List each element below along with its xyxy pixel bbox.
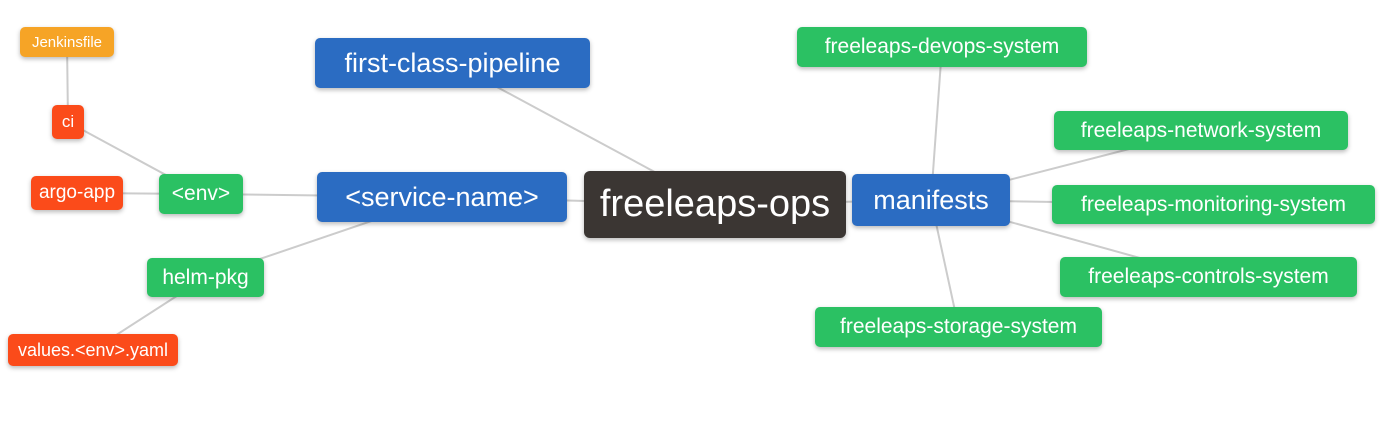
node-freeleaps-controls-system[interactable]: freeleaps-controls-system	[1060, 257, 1357, 297]
node-service-name[interactable]: <service-name>	[317, 172, 567, 222]
node-jenkinsfile[interactable]: Jenkinsfile	[20, 27, 114, 57]
node-freeleaps-network-system[interactable]: freeleaps-network-system	[1054, 111, 1348, 150]
node-env[interactable]: <env>	[159, 174, 243, 214]
node-values-env-yaml[interactable]: values.<env>.yaml	[8, 334, 178, 366]
node-freeleaps-monitoring-system[interactable]: freeleaps-monitoring-system	[1052, 185, 1375, 224]
node-freeleaps-ops[interactable]: freeleaps-ops	[584, 171, 846, 238]
node-first-class-pipeline[interactable]: first-class-pipeline	[315, 38, 590, 88]
node-ci[interactable]: ci	[52, 105, 84, 139]
node-freeleaps-devops-system[interactable]: freeleaps-devops-system	[797, 27, 1087, 67]
node-freeleaps-storage-system[interactable]: freeleaps-storage-system	[815, 307, 1102, 347]
node-manifests[interactable]: manifests	[852, 174, 1010, 226]
node-helm-pkg[interactable]: helm-pkg	[147, 258, 264, 297]
node-argo-app[interactable]: argo-app	[31, 176, 123, 210]
